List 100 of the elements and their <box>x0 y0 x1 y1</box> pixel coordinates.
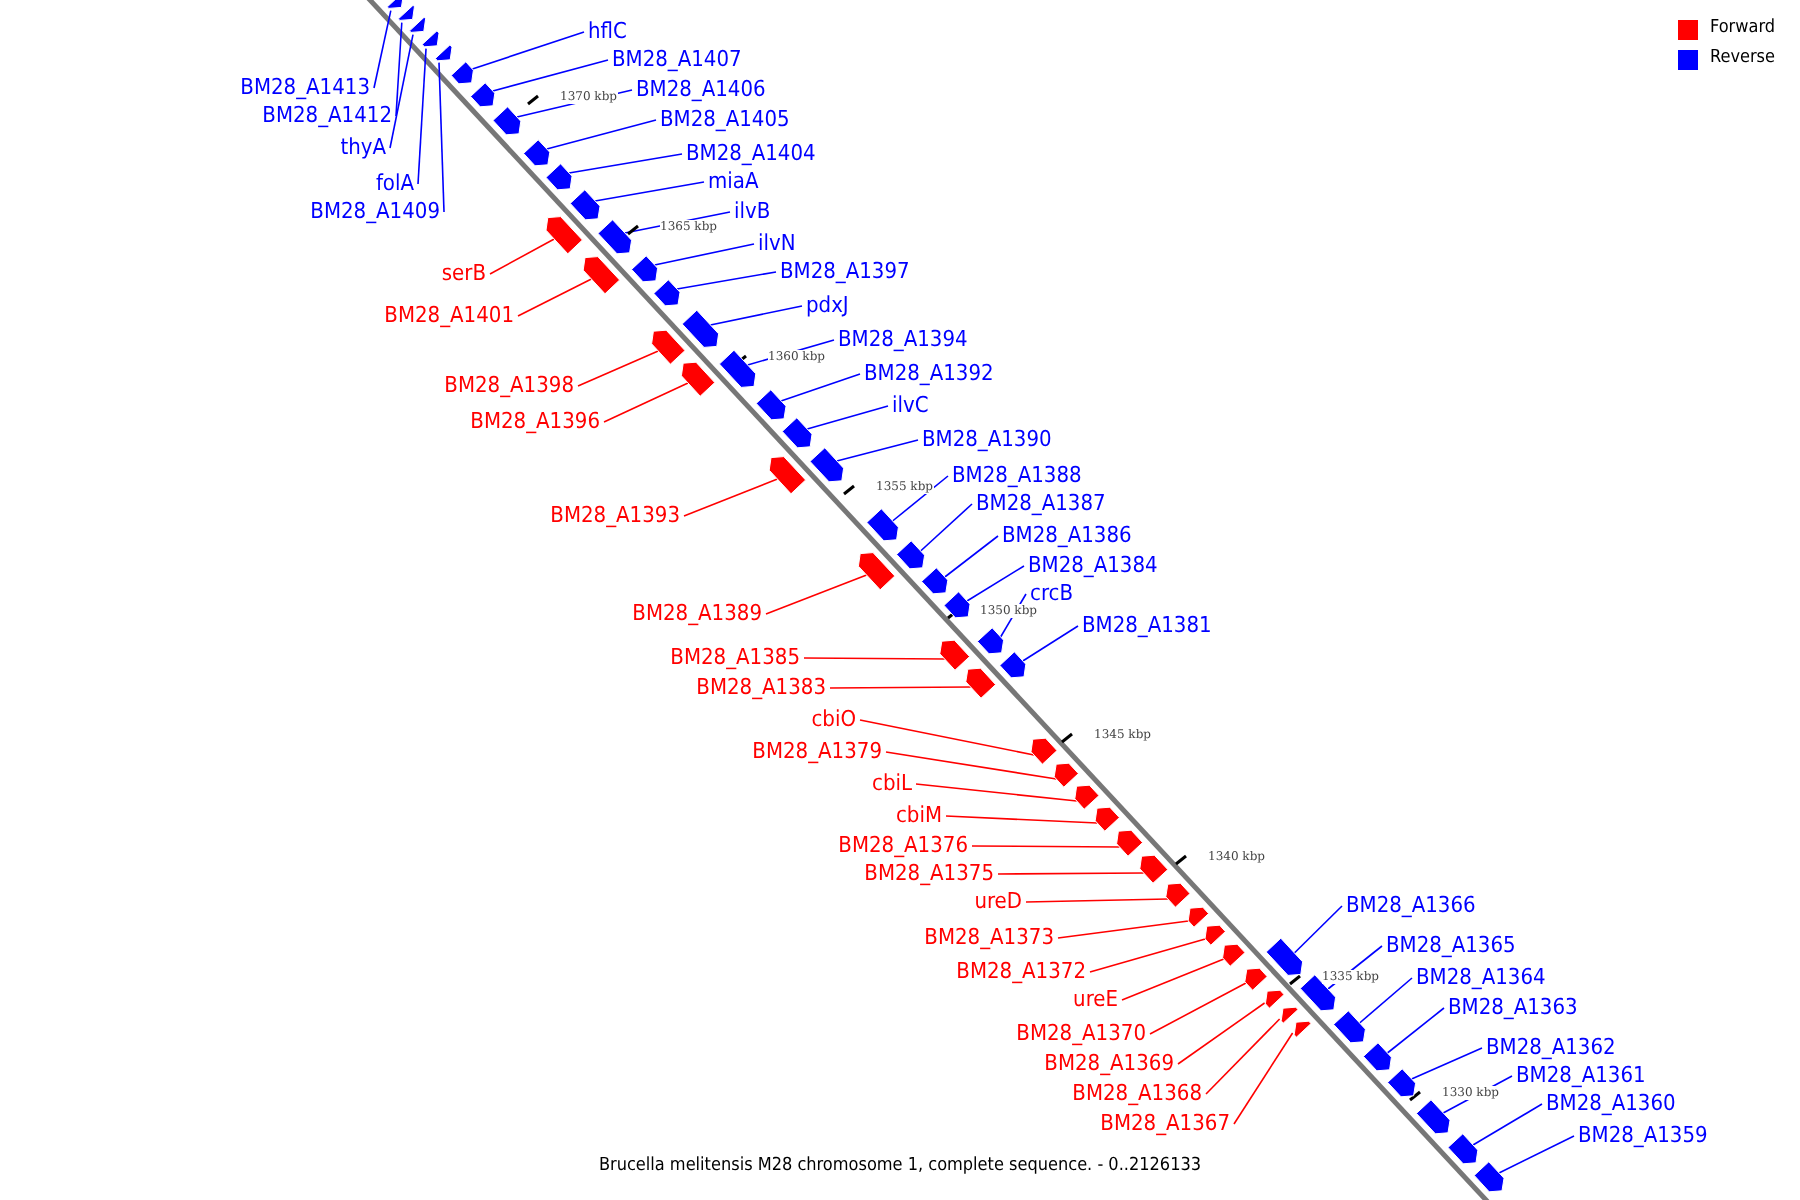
gene-label: BM28_A1398 <box>444 372 574 398</box>
gene-block <box>651 329 686 365</box>
leader-line <box>389 33 414 149</box>
leader-line <box>806 405 889 430</box>
gene-label: folA <box>375 170 414 196</box>
leader-line <box>1410 1047 1483 1080</box>
gene-block <box>866 508 899 542</box>
gene-block <box>1053 762 1079 788</box>
leader-line <box>829 686 972 689</box>
leader-line <box>1121 958 1225 1001</box>
gene-block <box>1264 989 1285 1009</box>
gene-block <box>409 16 427 33</box>
gene-block <box>943 591 971 619</box>
gene-label: BM28_A1363 <box>1448 994 1578 1020</box>
gene-label: ilvN <box>758 230 796 256</box>
gene-block <box>434 44 453 62</box>
gene-label: BM28_A1405 <box>660 106 790 132</box>
leader-line <box>577 350 659 387</box>
leader-line <box>1358 977 1413 1024</box>
gene-label: pdxJ <box>806 292 849 318</box>
leader-line <box>1233 1032 1294 1125</box>
gene-block <box>939 639 971 671</box>
gene-block <box>768 456 807 495</box>
gene-label: cbiM <box>895 802 942 828</box>
gene-block <box>1447 1133 1479 1165</box>
leader-line <box>919 503 973 552</box>
gene-label: serB <box>441 260 486 286</box>
gene-block <box>631 255 659 283</box>
gene-block <box>921 567 949 595</box>
gene-label: BM28_A1372 <box>956 958 1086 984</box>
leader-line <box>859 719 1035 756</box>
gene-label: BM28_A1409 <box>310 198 440 224</box>
leader-line <box>1057 920 1190 939</box>
gene-block <box>718 349 757 388</box>
gene-block <box>545 216 583 255</box>
leader-line <box>546 119 657 150</box>
gene-block <box>450 61 474 85</box>
leader-line <box>568 153 683 174</box>
leader-line <box>803 657 946 660</box>
leader-line <box>683 478 779 517</box>
gene-label: BM28_A1373 <box>924 924 1054 950</box>
leader-line <box>676 271 777 290</box>
gene-label: BM28_A1360 <box>1546 1090 1676 1116</box>
gene-label: BM28_A1392 <box>864 360 994 386</box>
gene-block <box>1293 1020 1312 1038</box>
gene-label: BM28_A1359 <box>1578 1122 1708 1148</box>
gene-label: thyA <box>340 134 386 160</box>
gene-label: BM28_A1404 <box>686 140 816 166</box>
leader-line <box>971 845 1121 848</box>
legend-label: Reverse <box>1710 46 1776 72</box>
leader-line <box>653 243 755 266</box>
gene-label: BM28_A1407 <box>612 46 742 72</box>
gene-block <box>1280 1006 1299 1024</box>
leader-line <box>966 565 1025 602</box>
gene-block <box>1362 1042 1392 1072</box>
leader-line <box>438 61 445 213</box>
leader-line <box>885 751 1058 780</box>
gene-label: BM28_A1376 <box>838 832 968 858</box>
caption: Brucella melitensis M28 chromosome 1, complete sequence. - 0..2126133 <box>596 1154 1204 1180</box>
gene-block <box>781 417 813 449</box>
gene-label: cbiL <box>872 770 912 796</box>
gene-label: crcB <box>1030 580 1073 606</box>
gene-block <box>597 219 633 255</box>
gene-label: BM28_A1365 <box>1386 932 1516 958</box>
gene-block <box>653 279 681 307</box>
leader-line <box>603 382 689 423</box>
leader-line <box>1205 1018 1281 1095</box>
gene-label: BM28_A1370 <box>1016 1020 1146 1046</box>
gene-block <box>681 309 720 348</box>
gene-block <box>896 540 926 570</box>
gene-block <box>1387 1068 1417 1098</box>
gene-block <box>755 389 787 421</box>
leader-line <box>1386 1007 1445 1054</box>
gene-block <box>470 82 496 108</box>
gene-block <box>1222 943 1246 967</box>
gene-label: BM28_A1396 <box>470 408 600 434</box>
leader-line <box>1089 938 1206 973</box>
gene-block <box>386 0 404 9</box>
leader-line <box>1149 982 1247 1035</box>
gene-block <box>1333 1010 1366 1044</box>
gene-label: BM28_A1383 <box>696 674 826 700</box>
gene-label: BM28_A1367 <box>1100 1110 1230 1136</box>
gene-block <box>545 163 573 191</box>
gene-block <box>1074 784 1100 810</box>
gene-block <box>1165 882 1191 908</box>
leader-line <box>1025 898 1169 903</box>
gene-label: BM28_A1406 <box>636 76 766 102</box>
leader-line <box>1498 1135 1575 1174</box>
gene-block <box>397 4 415 21</box>
leader-line <box>1022 625 1079 662</box>
gene-block <box>976 627 1005 655</box>
leader-line <box>417 47 427 185</box>
leader-line <box>373 9 392 89</box>
gene-label: hflC <box>588 18 627 44</box>
gene-block <box>1204 924 1226 946</box>
gene-block <box>1030 737 1058 765</box>
gene-block <box>1265 937 1304 976</box>
leader-line <box>471 31 585 70</box>
gene-label: BM28_A1413 <box>240 74 370 100</box>
gene-label: BM28_A1387 <box>976 490 1106 516</box>
